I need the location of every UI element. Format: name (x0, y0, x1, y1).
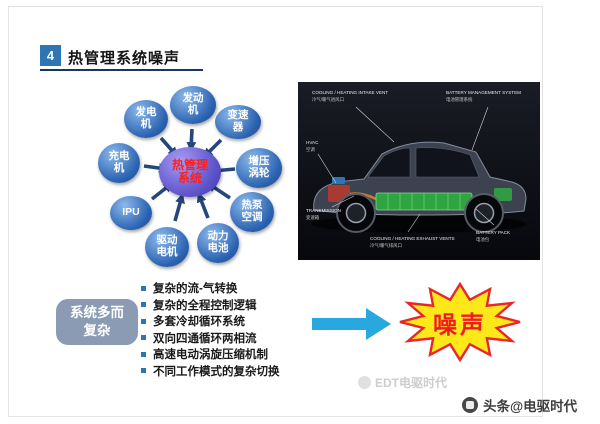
bullet-text: 复杂的全程控制逻辑 (153, 299, 257, 312)
noise-label: 噪声 (433, 311, 487, 339)
starburst-shape (399, 281, 521, 363)
node-transmission: 变速 器 (215, 105, 261, 139)
list-item: 双向四通循环两相流 (141, 330, 336, 347)
car-label-exhaust-vents-zh: 冷气/暖气排风口 (370, 242, 402, 249)
car-label-intake-vent-zh: 冷气/暖气进风口 (312, 96, 344, 103)
rear-battery-module (494, 188, 512, 201)
rear-wheel-icon (464, 193, 504, 233)
edt-watermark-text: EDT电驱时代 (375, 376, 448, 390)
toutiao-logo-icon (462, 397, 478, 413)
list-item: 复杂的流-气转换 (141, 280, 336, 297)
bullet-square-icon (141, 285, 146, 291)
hvac-top-box (332, 177, 345, 184)
car-label-intake-vent-en: COOLING / HEATING INTAKE VENT (312, 90, 388, 95)
car-label-battery-pack-zh: 电池包 (476, 236, 490, 242)
node-engine: 发动 机 (170, 86, 216, 124)
car-window-front (367, 147, 411, 178)
bullet-square-icon (141, 368, 146, 374)
car-label-transmission-en: TRANSMISSION (306, 208, 341, 213)
car-labels: COOLING / HEATING INTAKE VENT 冷气/暖气进风口 B… (306, 90, 521, 249)
bullet-text: 多套冷却循环系统 (153, 316, 245, 329)
car-label-transmission-zh: 变速箱 (306, 214, 320, 221)
car-cutaway-image: COOLING / HEATING INTAKE VENT 冷气/暖气进风口 B… (298, 82, 540, 260)
front-wheel-icon (336, 193, 376, 233)
list-item: 复杂的全程控制逻辑 (141, 297, 336, 314)
bullet-text: 不同工作模式的复杂切换 (153, 365, 280, 378)
car-window-rear (415, 147, 480, 178)
system-complexity-label: 系统多而 复杂 (56, 299, 138, 345)
car-label-exhaust-vents-en: COOLING / HEATING EXHAUST VENTS (370, 236, 455, 241)
bullet-square-icon (141, 318, 146, 324)
node-generator: 发电 机 (124, 100, 168, 138)
bullet-square-icon (141, 351, 146, 357)
bullet-text: 高速电动涡旋压缩机制 (153, 349, 268, 362)
node-power-battery: 动力 电池 (197, 223, 239, 263)
car-label-hvac-zh: 空调 (306, 146, 315, 153)
thermal-hub-diagram: 热管理 系统 发动 机 变速 器 增压 涡轮 热泵 空调 动力 电池 驱动 电机… (90, 85, 295, 270)
bullet-square-icon (141, 335, 146, 341)
car-label-bms-en: BATTERY MANAGEMENT SYSTEM (446, 90, 521, 95)
edt-logo-icon (358, 376, 371, 389)
bullet-square-icon (141, 302, 146, 308)
toutiao-watermark: 头条@电驱时代 (462, 395, 577, 415)
title-underline (40, 69, 203, 71)
bullet-list: 复杂的流-气转换 复杂的全程控制逻辑 多套冷却循环系统 双向四通循环两相流 高速… (141, 280, 336, 379)
noise-starburst: 噪声 (392, 276, 528, 368)
car-label-battery-pack-en: BATTERY PACK (476, 230, 511, 235)
car-label-hvac-en: HVAC (306, 140, 319, 145)
car-cutaway-graphic: COOLING / HEATING INTAKE VENT 冷气/暖气进风口 B… (298, 82, 540, 260)
node-turbocharger: 增压 涡轮 (236, 148, 282, 188)
list-item: 多套冷却循环系统 (141, 313, 336, 330)
node-charger: 充电 机 (98, 143, 140, 183)
node-heat-pump-ac: 热泵 空调 (230, 192, 274, 232)
slide-number-badge: 4 (40, 45, 61, 66)
result-arrow-icon (312, 306, 392, 342)
edt-watermark: EDT电驱时代 (358, 374, 447, 391)
toutiao-watermark-text: 头条@电驱时代 (483, 399, 578, 414)
battery-cell-dividers (387, 193, 461, 210)
bullet-text: 复杂的流-气转换 (153, 283, 238, 296)
car-label-bms-zh: 电池管理系统 (446, 96, 473, 103)
page-title: 热管理系统噪声 (68, 50, 181, 67)
node-ipu: IPU (110, 196, 152, 230)
label-leader-lines (317, 106, 495, 233)
bullet-text: 双向四通循环两相流 (153, 332, 257, 345)
list-item: 高速电动涡旋压缩机制 (141, 346, 336, 363)
hub-center-node: 热管理 系统 (159, 147, 221, 197)
list-item: 不同工作模式的复杂切换 (141, 363, 336, 380)
node-drive-motor: 驱动 电机 (145, 227, 189, 267)
